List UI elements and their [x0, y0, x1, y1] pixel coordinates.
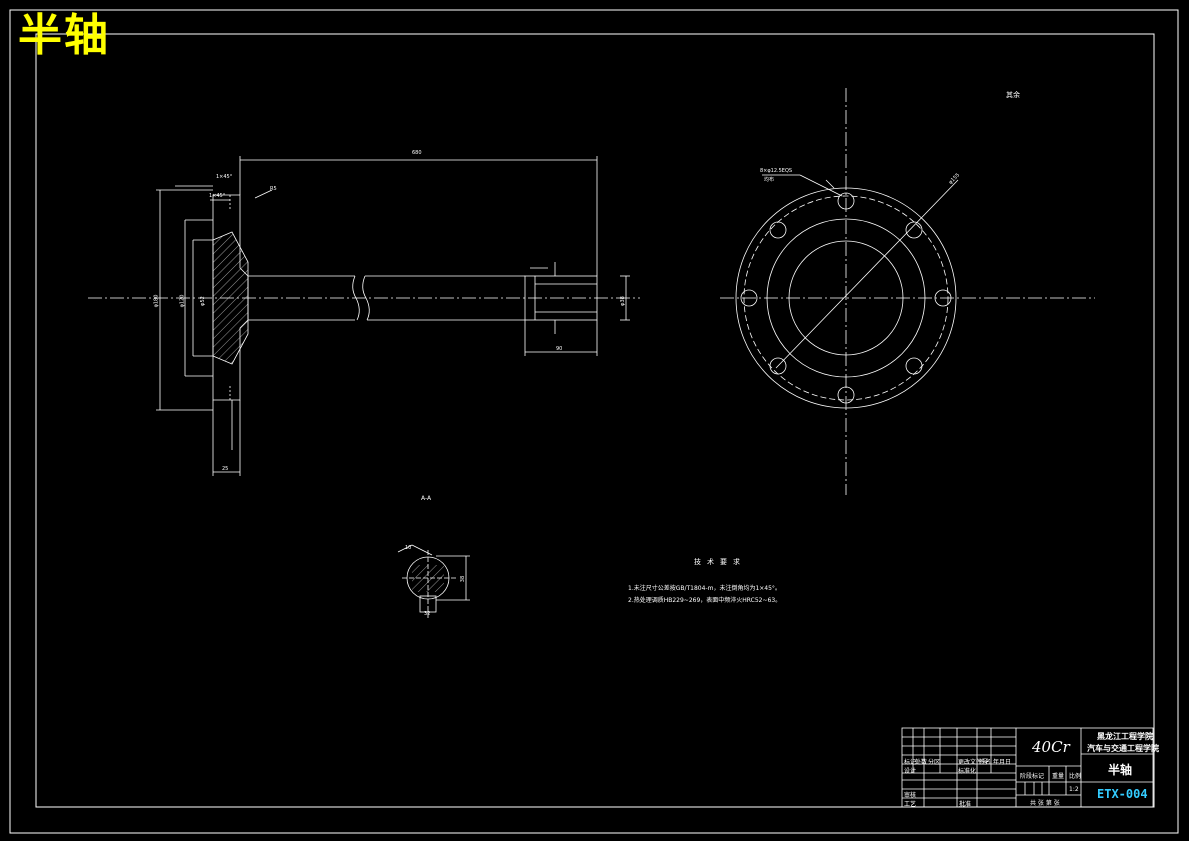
tb-header-mark: 标记 — [904, 759, 917, 766]
tb-header-zone: 分区 — [928, 759, 941, 766]
flange-end-view — [720, 88, 1095, 495]
dim-sec-w: 10 — [405, 545, 412, 551]
outer-frame — [9, 9, 1179, 834]
dim-spline-len: 90 — [556, 346, 563, 352]
tb-header-count: 处数 — [915, 759, 928, 766]
tb-row-design: 设计 — [904, 768, 917, 775]
dim-dia-flange: φ180 — [153, 294, 160, 308]
title-block-grid — [901, 727, 1154, 808]
drawing-title: 半轴 — [18, 10, 110, 61]
tech-requirements-title: 技术要求 — [694, 558, 746, 566]
dim-spline-dia: φ38 — [619, 296, 626, 306]
section-a-a — [397, 544, 470, 618]
tb-weight: 重量 — [1052, 773, 1065, 780]
tb-header-doc: 更改文件号 — [958, 759, 989, 766]
dim-dia-hub: φ52 — [199, 296, 206, 306]
shaft-front-view — [88, 156, 640, 476]
tb-header-sign: 签名 — [979, 759, 992, 766]
roughness-note: 其余 — [1006, 91, 1020, 99]
school-line-2: 汽车与交通工程学院 — [1087, 744, 1159, 753]
tb-row-review: 审核 — [904, 792, 917, 799]
dim-r-note: R5 — [270, 186, 277, 192]
hole-note-line2: 均布 — [764, 177, 775, 183]
tb-row-process: 工艺 — [904, 801, 917, 808]
hole-note-line1: 8×φ12.5EQS — [760, 168, 793, 174]
dim-dia-inner: φ120 — [179, 294, 186, 308]
tb-std: 标准化 — [958, 768, 977, 775]
scale-value: 1:2 — [1069, 786, 1079, 793]
school-line-1: 黑龙江工程学院 — [1097, 732, 1153, 741]
dim-sec-h: 38 — [460, 575, 467, 583]
material: 40Cr — [1032, 738, 1070, 756]
drawing-number: ETX-004 — [1097, 787, 1148, 801]
dim-sec-d: 32 — [424, 611, 431, 617]
dim-flange-thk: 25 — [222, 466, 229, 472]
tech-requirement-2: 2.热处理调质HB229~269，表面中频淬火HRC52~63。 — [628, 597, 782, 604]
tb-sheet-info: 共 张 第 张 — [1030, 800, 1060, 807]
dim-chamfer-1: 1×45° — [216, 174, 233, 180]
tb-stage: 阶段标记 — [1020, 773, 1045, 780]
inner-frame — [35, 33, 1155, 808]
section-label: A-A — [421, 495, 432, 502]
dim-length-top: 680 — [412, 150, 422, 156]
tb-header-date: 年月日 — [993, 759, 1012, 766]
dim-chamfer-2: 1×45° — [209, 193, 226, 199]
tb-approve: 批准 — [959, 801, 972, 808]
tb-scale-label: 比例 — [1069, 773, 1082, 780]
part-name: 半轴 — [1108, 763, 1133, 777]
tech-requirement-1: 1.未注尺寸公差按GB/T1804-m，未注倒角均为1×45°。 — [628, 585, 781, 592]
